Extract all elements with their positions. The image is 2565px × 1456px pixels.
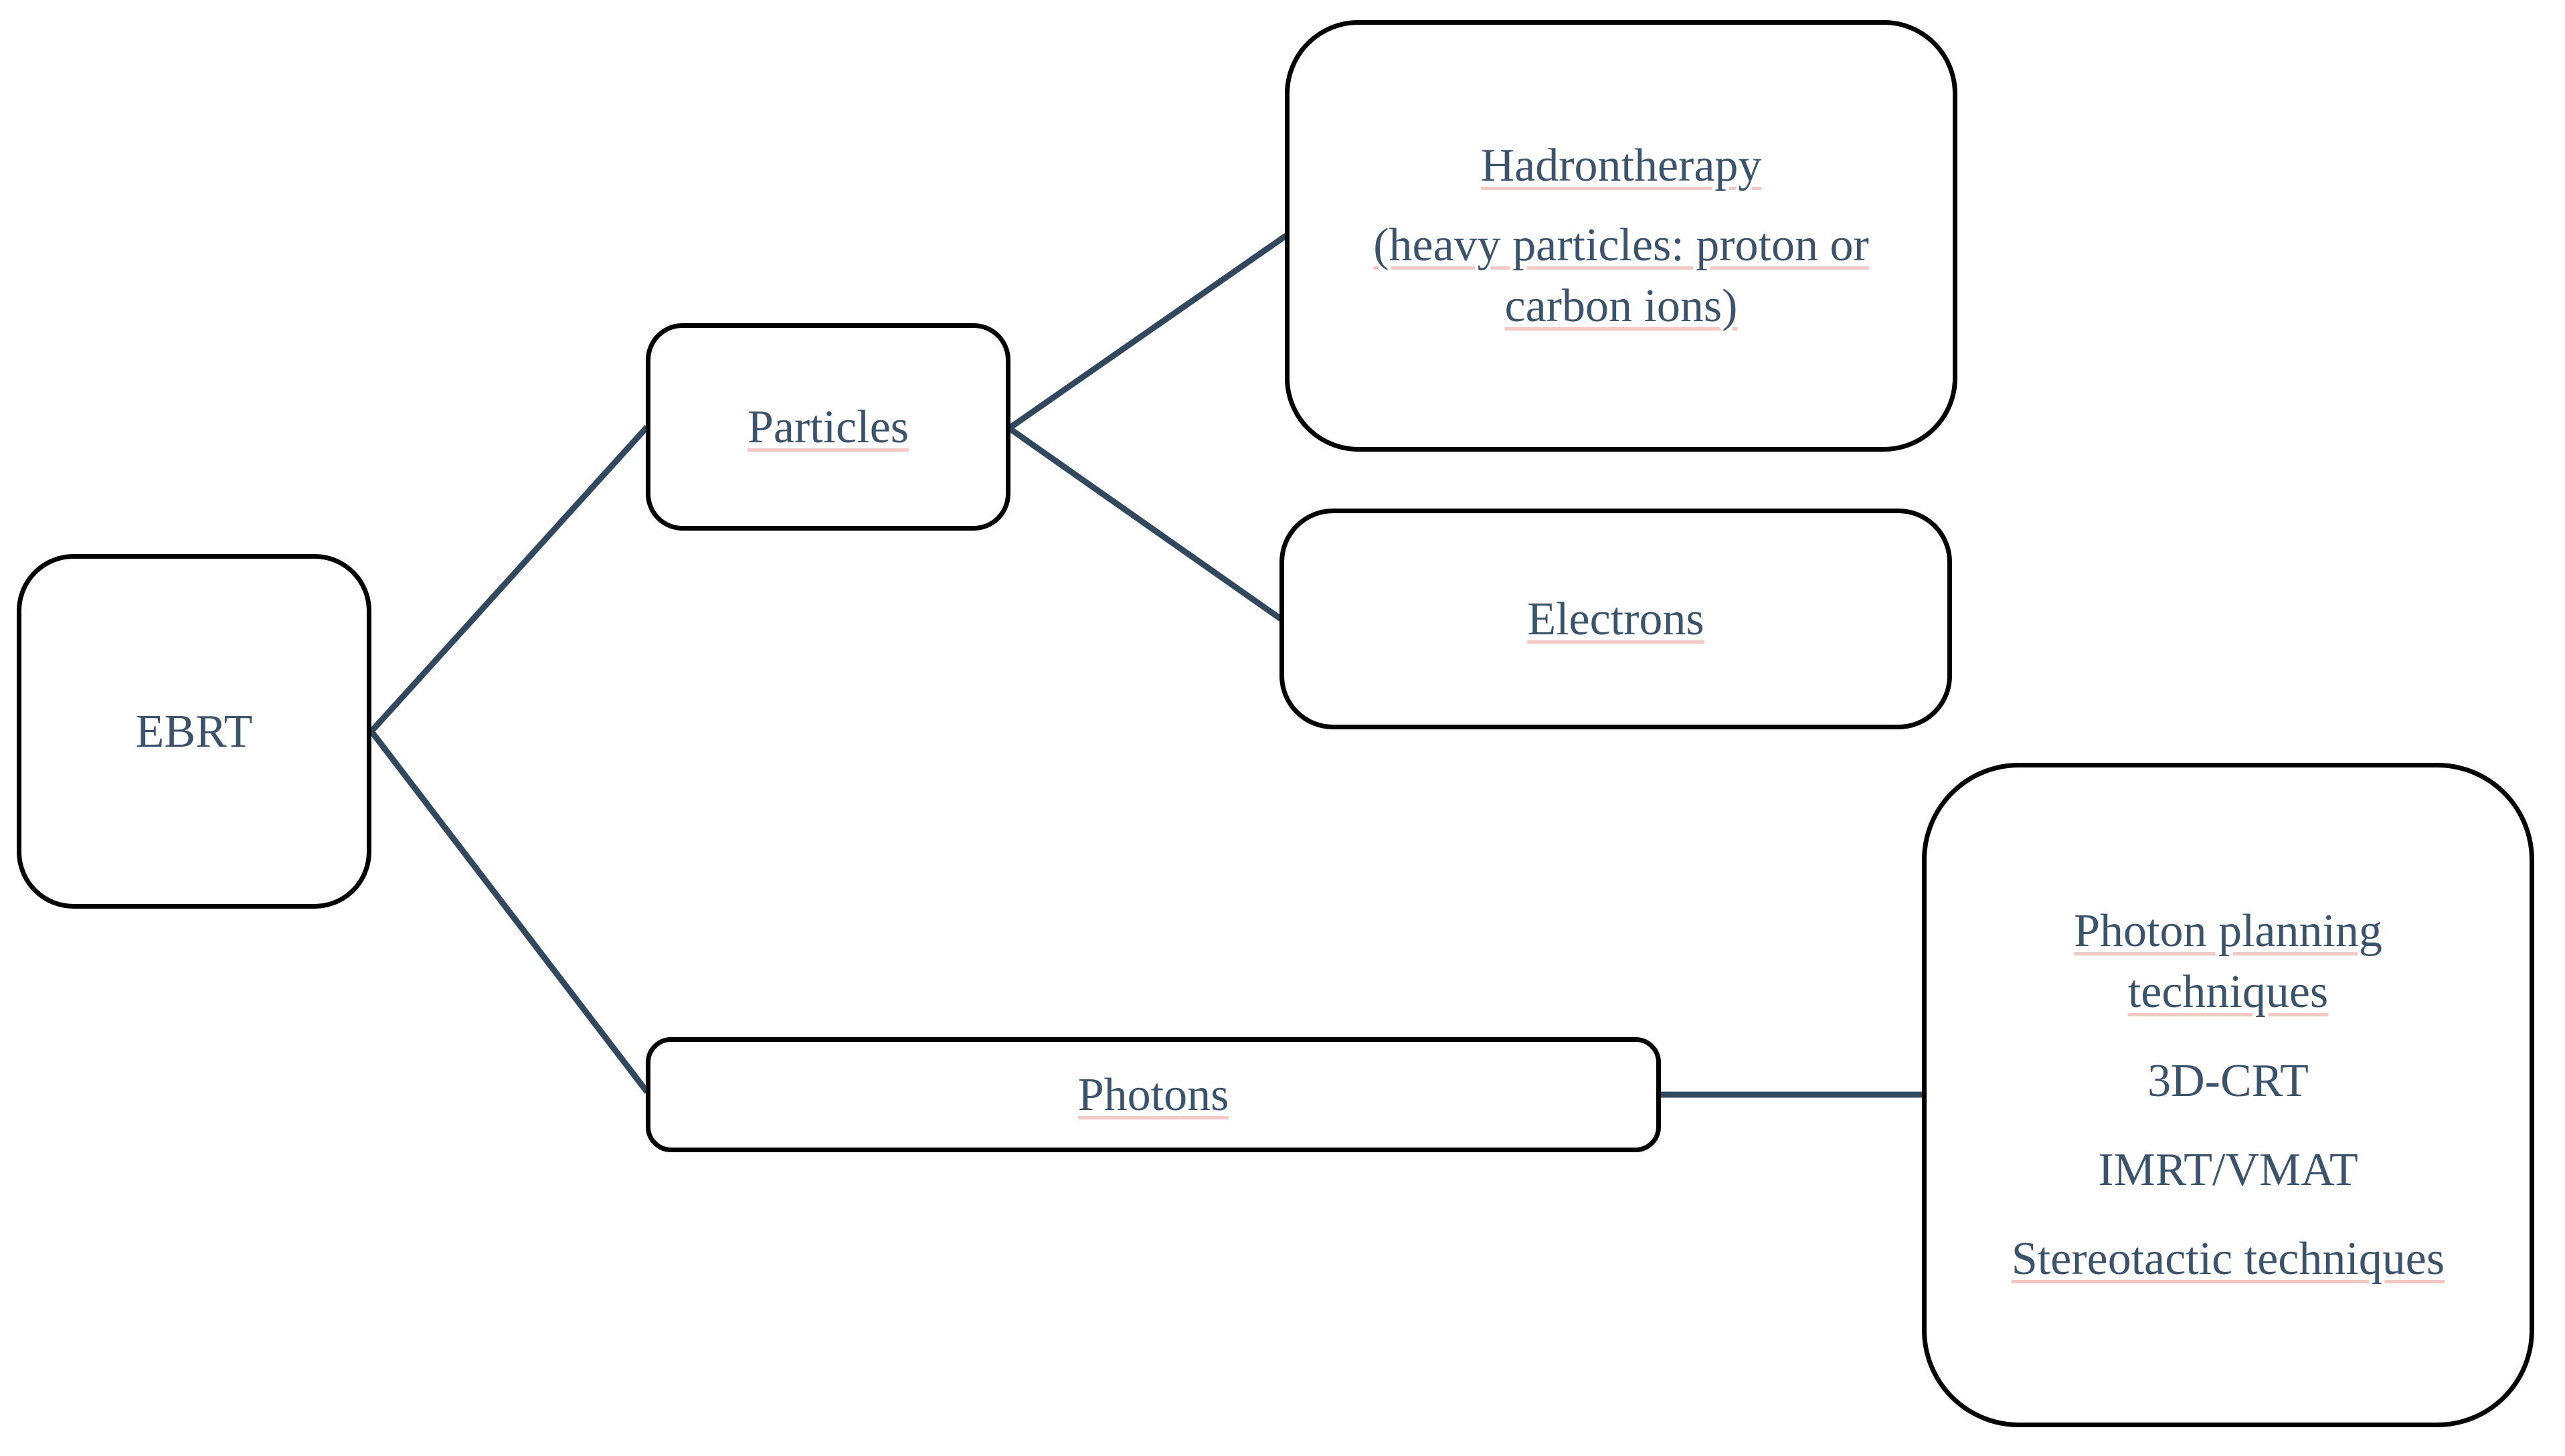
photon-planning-line-imrt-vmat: IMRT/VMAT (2098, 1144, 2358, 1196)
node-electrons-label: Electrons (1527, 593, 1704, 645)
edge-ebrt-particles (369, 424, 650, 734)
node-ebrt-label: EBRT (135, 705, 253, 757)
node-hadrontherapy-title: Hadrontherapy (1480, 140, 1762, 191)
node-photons: Photons (646, 1037, 1661, 1152)
node-ebrt: EBRT (17, 554, 371, 909)
node-photon-planning: Photon planning techniques 3D-CRT IMRT/V… (1922, 763, 2534, 1427)
node-photons-label: Photons (1077, 1069, 1229, 1121)
photon-planning-line-title: Photon planning techniques (2074, 905, 2382, 1018)
node-electrons: Electrons (1279, 509, 1952, 729)
photon-planning-line-3dcrt: 3D-CRT (2147, 1055, 2309, 1107)
node-hadrontherapy-subtitle: (heavy particles: proton or carbon ions) (1373, 219, 1869, 332)
photon-planning-line-stereotactic: Stereotactic techniques (2011, 1233, 2445, 1285)
node-particles: Particles (646, 323, 1010, 531)
edge-particles-hadron (1007, 233, 1288, 431)
edge-particles-electrons (1007, 426, 1283, 622)
node-particles-label: Particles (747, 401, 909, 453)
node-hadrontherapy: Hadrontherapy (heavy particles: proton o… (1285, 20, 1957, 452)
edge-ebrt-photons (369, 729, 650, 1094)
